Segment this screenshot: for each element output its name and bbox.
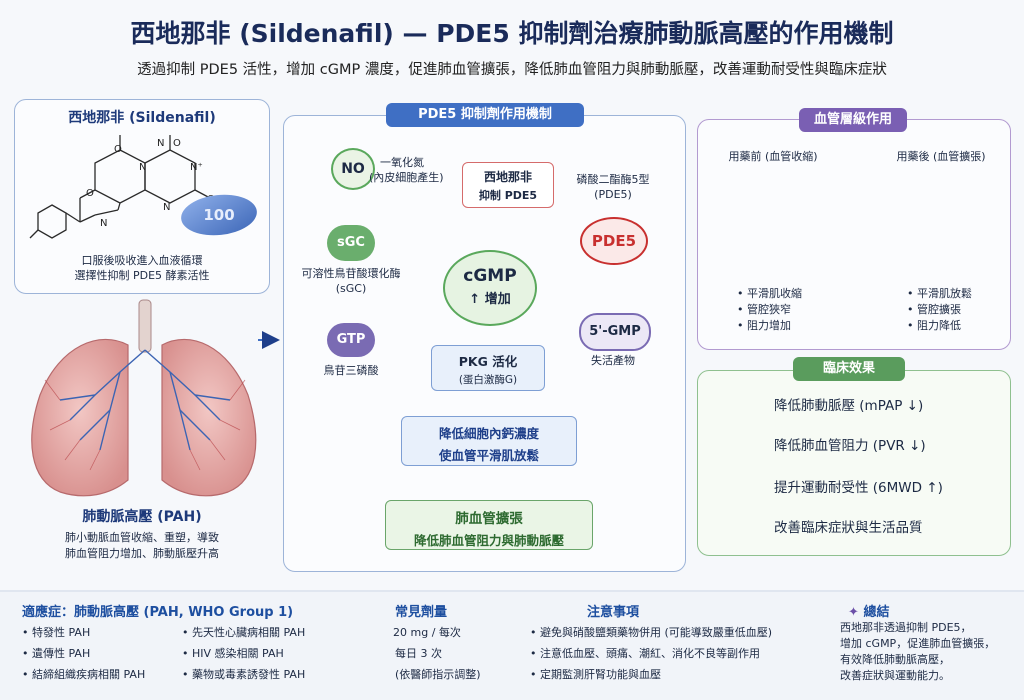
summary-line-4: 改善症狀與運動能力。	[840, 669, 950, 682]
after-point-1: • 平滑肌放鬆	[907, 287, 972, 300]
page-subtitle: 透過抑制 PDE5 活性，增加 cGMP 濃度，促進肺血管擴張，降低肺血管阻力與…	[137, 62, 887, 78]
clinical-panel	[697, 370, 1011, 556]
page-title: 西地那非 (Sildenafil) — PDE5 抑制劑治療肺動脈高壓的作用機制	[130, 19, 894, 48]
atom-o2: O	[173, 138, 181, 149]
summary-line-1: 西地那非透過抑制 PDE5，	[840, 621, 972, 634]
dose-line-3: (依醫師指示調整)	[395, 668, 481, 681]
after-point-2: • 管腔擴張	[907, 303, 961, 316]
atom-o4: O	[86, 188, 94, 199]
indication-right-2: • HIV 感染相關 PAH	[182, 647, 284, 660]
node-cgmp: cGMP ↑ 增加	[443, 250, 537, 326]
clinical-effect-2: 降低肺血管阻力 (PVR ↓)	[774, 438, 926, 454]
sparkle-icon: ✦	[848, 605, 859, 620]
vessel-panel	[697, 119, 1011, 350]
inhibitor-box: 西地那非 抑制 PDE5	[462, 162, 554, 208]
before-point-1: • 平滑肌收縮	[737, 287, 802, 300]
pde5-desc2: (PDE5)	[594, 188, 632, 201]
gtp-desc: 鳥苷三磷酸	[323, 364, 379, 377]
node-gmp: 5'-GMP	[579, 313, 651, 351]
caution-title: 注意事項	[587, 605, 640, 620]
summary-title: ✦ 總結	[848, 605, 890, 620]
vessel-panel-title: 血管層級作用	[799, 108, 907, 132]
summary-line-2: 增加 cGMP，促進肺血管擴張，	[840, 637, 996, 650]
node-no: NO	[331, 148, 375, 190]
indication-title: 適應症：肺動脈高壓 (PAH, WHO Group 1)	[22, 605, 294, 620]
lung-desc-line2: 肺血管阻力增加、肺動脈壓升高	[65, 547, 219, 560]
clinical-effect-3: 提升運動耐受性 (6MWD ↑)	[774, 480, 943, 496]
clinical-panel-title: 臨床效果	[793, 357, 905, 381]
pde5-desc1: 磷酸二酯酶5型	[576, 173, 650, 186]
mechanism-panel-title: PDE5 抑制劑作用機制	[386, 103, 584, 127]
drug-desc-line2: 選擇性抑制 PDE5 酵素活性	[74, 269, 210, 282]
no-desc2: (內皮細胞產生)	[369, 171, 444, 184]
pkg-box: PKG 活化 (蛋白激酶G)	[431, 345, 545, 391]
dose-line-2: 每日 3 次	[395, 647, 442, 660]
caution-3: • 定期監測肝腎功能與血壓	[530, 668, 661, 681]
atom-n1: N	[157, 138, 164, 149]
indication-right-3: • 藥物或毒素誘發性 PAH	[182, 668, 306, 681]
atom-n5: N	[100, 218, 107, 229]
indication-right-1: • 先天性心臟病相關 PAH	[182, 626, 306, 639]
caution-1: • 避免與硝酸鹽類藥物併用 (可能導致嚴重低血壓)	[530, 626, 773, 639]
sgc-desc1: 可溶性鳥苷酸環化酶	[301, 267, 401, 280]
cgmp-label: cGMP	[463, 266, 517, 286]
clinical-effect-1: 降低肺動脈壓 (mPAP ↓)	[774, 398, 924, 414]
lung-title: 肺動脈高壓 (PAH)	[82, 509, 202, 525]
summary-line-3: 有效降低肺動脈高壓，	[840, 653, 950, 666]
chemical-structure	[29, 135, 211, 239]
vessel-after-label: 用藥後 (血管擴張)	[896, 150, 986, 163]
dose-line-1: 20 mg / 每次	[393, 626, 461, 639]
atom-n4: N	[163, 202, 170, 213]
drug-desc-line1: 口服後吸收進入血液循環	[81, 254, 203, 267]
sgc-desc2: (sGC)	[335, 282, 367, 295]
lung-desc-line1: 肺小動脈血管收縮、重塑，導致	[65, 531, 219, 544]
indication-left-1: • 特發性 PAH	[22, 626, 91, 639]
indication-left-2: • 遺傳性 PAH	[22, 647, 91, 660]
pill-label: 100	[203, 206, 234, 224]
calcium-box: 降低細胞內鈣濃度 使血管平滑肌放鬆	[401, 416, 577, 466]
cgmp-sub: ↑ 增加	[469, 292, 511, 307]
atom-o1: O	[114, 144, 122, 155]
caution-2: • 注意低血壓、頭痛、潮紅、消化不良等副作用	[530, 647, 760, 660]
before-point-2: • 管腔狹窄	[737, 303, 791, 316]
pill-icon	[181, 194, 257, 236]
node-sgc: sGC	[327, 225, 375, 261]
atom-n3: N⁺	[190, 162, 203, 173]
node-gtp: GTP	[327, 323, 375, 357]
no-desc1: 一氧化氮	[380, 156, 424, 169]
indication-left-3: • 結締組織疾病相關 PAH	[22, 668, 146, 681]
lungs-illustration	[31, 299, 257, 497]
clinical-effect-4: 改善臨床症狀與生活品質	[774, 520, 923, 536]
vessel-before-label: 用藥前 (血管收縮)	[728, 150, 818, 163]
footer-bg	[0, 592, 1024, 700]
after-point-3: • 阻力降低	[907, 319, 961, 332]
drug-panel-title: 西地那非 (Sildenafil)	[68, 110, 216, 126]
dilation-box: 肺血管擴張 降低肺血管阻力與肺動脈壓	[385, 500, 593, 550]
dose-title: 常見劑量	[395, 605, 448, 620]
gmp-desc: 失活產物	[591, 354, 635, 367]
atom-n2: N	[139, 162, 146, 173]
before-point-3: • 阻力增加	[737, 319, 791, 332]
node-pde5: PDE5	[580, 217, 648, 265]
